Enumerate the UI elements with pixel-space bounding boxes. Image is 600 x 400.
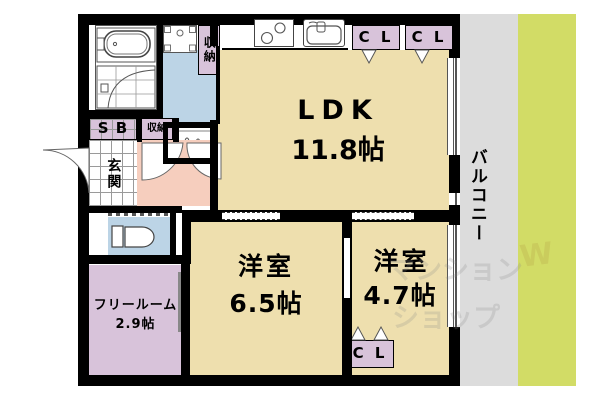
shoebox-label: S B	[97, 119, 129, 138]
closet-3-label: C L	[352, 344, 388, 363]
closet-1-label: C L	[358, 27, 394, 46]
closet-2-door-icon	[414, 49, 430, 65]
balcony-area	[460, 14, 520, 386]
freeroom-floor	[89, 265, 182, 375]
kitchen-sink-icon	[303, 19, 345, 47]
exterior-wall-right-c	[449, 205, 460, 225]
shower-area-icon	[96, 65, 156, 109]
storage-mid-label: 収納	[147, 122, 167, 134]
exterior-wall-right-a	[449, 14, 460, 58]
entrance-door-jamb2	[78, 196, 89, 206]
kitchen-stove-icon	[254, 19, 294, 47]
interior-wall-ldk-left-b	[210, 120, 218, 210]
bathtub-icon	[96, 27, 156, 63]
window-mark-ldk	[447, 58, 454, 155]
closet-3-door-icon	[350, 325, 389, 341]
interior-wall-ldk-left	[210, 25, 218, 46]
balcony-rail-line	[455, 14, 457, 386]
interior-wall-bath-bottom	[89, 110, 163, 118]
hall-door-1-icon[interactable]	[141, 142, 185, 182]
interior-wall-vanity-left	[163, 122, 168, 164]
bedroom-2-size: 4.7帖	[363, 280, 437, 310]
freeroom-name: フリールーム	[93, 298, 178, 314]
freeroom-sliding-door[interactable]	[178, 272, 181, 332]
closet-2-label: C L	[411, 27, 447, 46]
entrance-door-icon[interactable]	[36, 147, 90, 195]
interior-wall-toilet-right	[170, 212, 176, 257]
exterior-wall-right-b	[449, 155, 460, 193]
interior-wall-hall-bottom	[89, 206, 182, 213]
bedroom-divider-door[interactable]	[344, 238, 350, 298]
bedroom-1-name: 洋室	[237, 251, 294, 281]
interior-wall-washroom-bottom	[163, 122, 218, 128]
ldk-name: LDK	[297, 94, 379, 126]
interior-wall-vanity-bottom	[163, 158, 218, 164]
ldk-size: 11.8帖	[291, 134, 385, 166]
interior-wall-storage-row	[137, 112, 142, 142]
bedroom-1-floor	[190, 222, 342, 375]
exterior-wall-right-d	[449, 327, 460, 386]
bedroom-1-size: 6.5帖	[229, 288, 303, 318]
washing-machine-pan	[163, 25, 197, 53]
closet-3	[346, 340, 394, 368]
interior-wall-toilet-bottom	[89, 255, 182, 264]
closet-1-door-icon	[361, 49, 377, 65]
genkan-label: 玄関	[105, 158, 122, 190]
ldk-floor	[218, 50, 449, 210]
exterior-wall-bottom	[78, 375, 460, 386]
balcony-label: バルコニー	[466, 147, 487, 243]
window-mark-bedroom2	[447, 225, 454, 327]
entrance-door-jamb	[78, 142, 89, 147]
freeroom-size: 2.9帖	[115, 317, 156, 333]
interior-wall-bedroom1-left	[182, 222, 191, 264]
interior-wall-washroom-right	[216, 46, 220, 124]
washing-machine-icon	[164, 26, 196, 52]
toilet-top-hatch	[108, 212, 170, 216]
shoebox	[89, 118, 137, 140]
green-strip	[518, 14, 576, 386]
bedroom-2-sliding-door[interactable]	[352, 212, 414, 220]
toilet-icon	[111, 225, 155, 248]
bedroom-1-sliding-door[interactable]	[222, 212, 280, 220]
interior-wall-bath-right	[157, 25, 163, 110]
kitchen-sink-basin-icon	[306, 21, 342, 45]
genkan-floor	[89, 140, 137, 206]
kitchen-stove-burners-icon	[260, 22, 286, 45]
interior-wall-between-bedrooms	[342, 222, 352, 375]
interior-wall-storage-row-b	[173, 118, 179, 142]
bedroom-2-name: 洋室	[373, 246, 430, 276]
interior-wall-freeroom-right	[181, 264, 190, 375]
